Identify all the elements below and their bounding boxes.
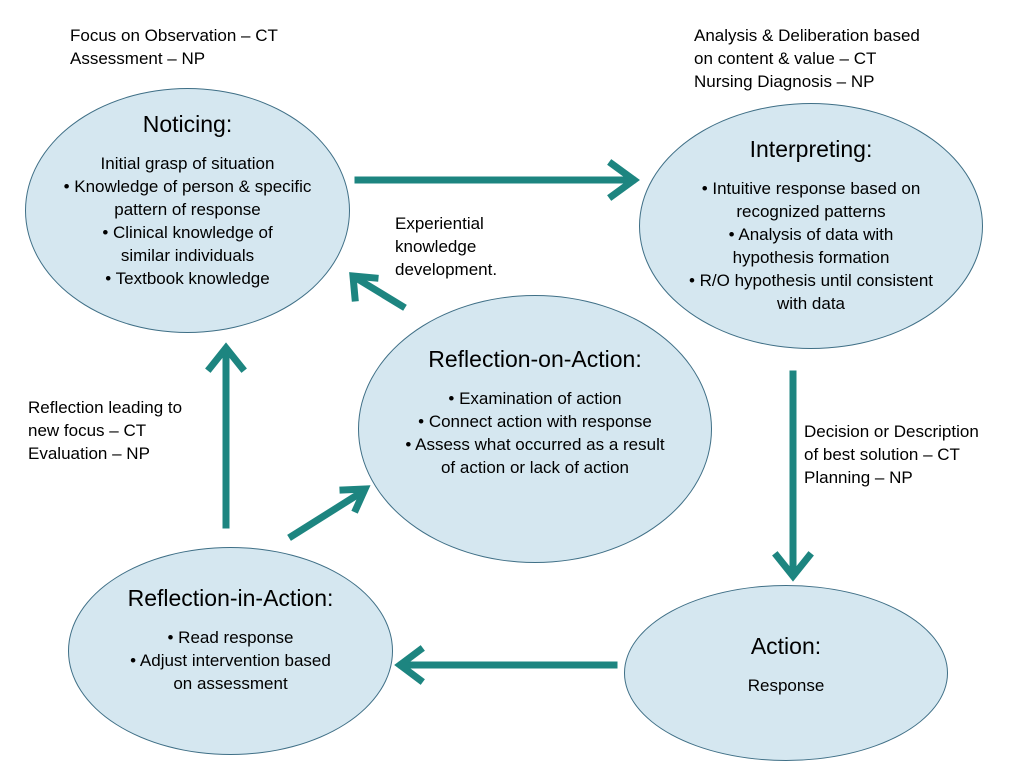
arrow-reflection-in-action-to-noticing: [205, 342, 247, 529]
arrow-reflection-on-action-to-noticing: [349, 272, 407, 311]
noticing-line: pattern of response: [114, 200, 261, 219]
noticing-line: similar individuals: [120, 246, 255, 265]
annotation-line: development.: [395, 260, 498, 279]
reflection-on-action-ellipse: [358, 295, 712, 563]
noticing-ellipse: [25, 88, 350, 333]
interpreting-line: recognized patterns: [736, 202, 886, 221]
reflection-in-action-line: on assessment: [173, 674, 288, 693]
action-title: Action:: [750, 633, 822, 659]
noticing-node: Noticing: Initial grasp of situation • K…: [25, 110, 350, 290]
noticing-line: • Knowledge of person & specific: [63, 177, 312, 196]
annotation-experiential: Experiential knowledge development.: [395, 212, 497, 281]
interpreting-line: • Intuitive response based on: [701, 179, 921, 198]
arrow-interpreting-to-action: [772, 370, 814, 582]
reflection-on-action-node: Reflection-on-Action: • Examination of a…: [358, 345, 712, 479]
annotation-line: knowledge: [395, 237, 477, 256]
reflection-in-action-ellipse: [68, 547, 393, 755]
arrow-action-to-reflection-in-action: [394, 645, 618, 685]
reflection-on-action-title: Reflection-on-Action:: [428, 346, 642, 372]
annotation-line: Analysis & Deliberation based: [694, 26, 920, 45]
action-line: Response: [747, 676, 825, 695]
annotation-line: Assessment – NP: [70, 49, 206, 68]
noticing-line: • Textbook knowledge: [105, 269, 270, 288]
interpreting-line: with data: [776, 294, 846, 313]
annotation-line: Reflection leading to: [28, 398, 183, 417]
annotation-line: of best solution – CT: [804, 445, 960, 464]
annotation-analysis: Analysis & Deliberation based on content…: [694, 24, 920, 93]
noticing-title: Noticing:: [142, 111, 233, 137]
interpreting-title: Interpreting:: [749, 136, 873, 162]
arrow-reflection-in-action-to-reflection-on-action: [287, 485, 371, 541]
reflection-in-action-line: • Adjust intervention based: [130, 651, 331, 670]
interpreting-line: • Analysis of data with: [728, 225, 894, 244]
annotation-decision: Decision or Description of best solution…: [804, 420, 979, 489]
annotation-line: new focus – CT: [28, 421, 147, 440]
annotation-line: Decision or Description: [804, 422, 979, 441]
reflection-on-action-line: • Connect action with response: [418, 412, 652, 431]
action-node: Action: Response: [624, 632, 948, 697]
annotation-observation: Focus on Observation – CT Assessment – N…: [70, 24, 278, 70]
reflection-on-action-line: of action or lack of action: [440, 458, 630, 477]
reflection-in-action-line: • Read response: [167, 628, 294, 647]
annotation-line: on content & value – CT: [694, 49, 877, 68]
interpreting-node: Interpreting: • Intuitive response based…: [639, 135, 983, 315]
arrow-noticing-to-interpreting: [354, 159, 640, 201]
annotation-line: Evaluation – NP: [28, 444, 150, 463]
annotation-reflection-focus: Reflection leading to new focus – CT Eva…: [28, 396, 182, 465]
reflection-in-action-title: Reflection-in-Action:: [127, 585, 334, 611]
noticing-line: • Clinical knowledge of: [102, 223, 273, 242]
interpreting-line: hypothesis formation: [732, 248, 890, 267]
action-ellipse: [624, 585, 948, 761]
annotation-line: Planning – NP: [804, 468, 913, 487]
annotation-line: Focus on Observation – CT: [70, 26, 278, 45]
noticing-line: Initial grasp of situation: [100, 154, 275, 173]
reflection-on-action-line: • Examination of action: [448, 389, 622, 408]
annotation-line: Experiential: [395, 214, 484, 233]
interpreting-line: • R/O hypothesis until consistent: [688, 271, 934, 290]
annotation-line: Nursing Diagnosis – NP: [694, 72, 875, 91]
interpreting-ellipse: [639, 103, 983, 349]
reflection-on-action-line: • Assess what occurred as a result: [405, 435, 665, 454]
reflection-in-action-node: Reflection-in-Action: • Read response • …: [68, 584, 393, 695]
